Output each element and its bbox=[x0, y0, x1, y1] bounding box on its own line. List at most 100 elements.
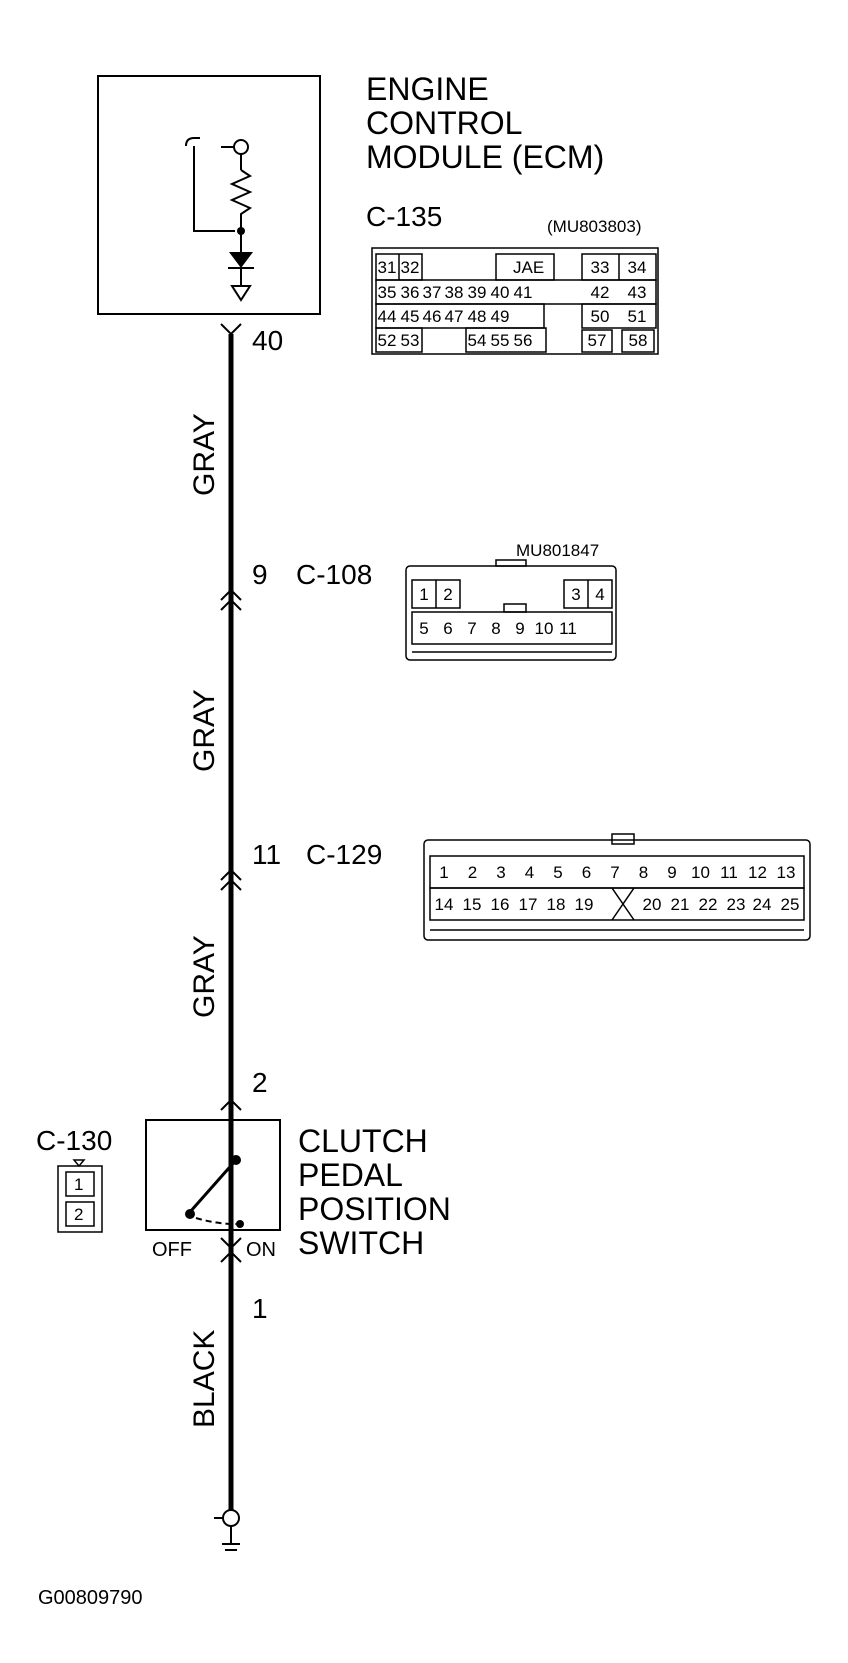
c135-pin-42: 42 bbox=[591, 283, 610, 302]
c108-pin-number: 9 bbox=[252, 559, 268, 590]
c129-pin-23: 23 bbox=[727, 895, 746, 914]
c135-pin-54: 54 bbox=[468, 331, 487, 350]
wire-color-segment-3: GRAY bbox=[188, 935, 221, 1018]
c135-pin-37: 37 bbox=[423, 283, 442, 302]
ecm-title-line-1: ENGINE bbox=[366, 71, 489, 107]
switch-off-label: OFF bbox=[152, 1239, 192, 1261]
c108-connector-face bbox=[405, 559, 617, 661]
c108-pin-2: 2 bbox=[443, 585, 452, 604]
c108-pin-10: 10 bbox=[535, 619, 554, 638]
c129-pin-17: 17 bbox=[519, 895, 538, 914]
c129-pin-8: 8 bbox=[639, 863, 648, 882]
switch-title-line-1: CLUTCH bbox=[298, 1123, 428, 1159]
c108-pin-6: 6 bbox=[443, 619, 452, 638]
c108-pin-4: 4 bbox=[595, 585, 604, 604]
c135-pin-43: 43 bbox=[628, 283, 647, 302]
c135-jae-label: JAE bbox=[513, 258, 544, 277]
ecm-module bbox=[97, 75, 321, 315]
c130-connector-id: C-130 bbox=[36, 1125, 112, 1156]
c129-pin-number: 11 bbox=[252, 839, 281, 870]
c129-pin-22: 22 bbox=[699, 895, 718, 914]
c135-pin-39: 39 bbox=[468, 283, 487, 302]
ecm-title-line-3: MODULE (ECM) bbox=[366, 139, 604, 175]
c129-pin-2: 2 bbox=[468, 863, 477, 882]
c129-pin-7: 7 bbox=[610, 863, 619, 882]
c135-pin-56: 56 bbox=[514, 331, 533, 350]
c135-pin-34: 34 bbox=[628, 258, 647, 277]
c130-pin-1: 1 bbox=[74, 1175, 83, 1194]
wire-color-segment-2: GRAY bbox=[188, 689, 221, 772]
switch-title-line-4: SWITCH bbox=[298, 1225, 424, 1261]
c129-pin-5: 5 bbox=[553, 863, 562, 882]
c135-pin-53: 53 bbox=[401, 331, 420, 350]
c129-connector-id: C-129 bbox=[306, 839, 382, 870]
c108-pin-1: 1 bbox=[419, 585, 428, 604]
switch-title-line-2: PEDAL bbox=[298, 1157, 403, 1193]
c135-pin-57: 57 bbox=[588, 331, 607, 350]
c135-pin-33: 33 bbox=[591, 258, 610, 277]
ecm-title-line-2: CONTROL bbox=[366, 105, 522, 141]
ecm-pin-number: 40 bbox=[252, 325, 283, 356]
c129-pin-18: 18 bbox=[547, 895, 566, 914]
c135-pin-31: 31 bbox=[378, 258, 397, 277]
switch-title-line-3: POSITION bbox=[298, 1191, 451, 1227]
c129-pin-4: 4 bbox=[525, 863, 534, 882]
c135-pin-52: 52 bbox=[378, 331, 397, 350]
c135-pin-49: 49 bbox=[491, 307, 510, 326]
c135-pin-40: 40 bbox=[491, 283, 510, 302]
c108-pin-7: 7 bbox=[467, 619, 476, 638]
c108-connector-id: C-108 bbox=[296, 559, 372, 590]
c135-pin-47: 47 bbox=[445, 307, 464, 326]
ground-symbol bbox=[214, 1509, 240, 1551]
c135-pin-46: 46 bbox=[423, 307, 442, 326]
wire-color-segment-4: BLACK bbox=[188, 1330, 221, 1428]
c129-connector-face bbox=[423, 833, 811, 941]
c129-pin-10: 10 bbox=[691, 863, 710, 882]
c135-pin-38: 38 bbox=[445, 283, 464, 302]
c135-pin-45: 45 bbox=[401, 307, 420, 326]
c135-pin-36: 36 bbox=[401, 283, 420, 302]
c108-part-number: MU801847 bbox=[516, 541, 599, 560]
c129-pin-19: 19 bbox=[575, 895, 594, 914]
c129-pin-12: 12 bbox=[748, 863, 767, 882]
c129-pin-20: 20 bbox=[643, 895, 662, 914]
c135-pin-41: 41 bbox=[514, 283, 533, 302]
c129-pin-25: 25 bbox=[781, 895, 800, 914]
c129-pin-6: 6 bbox=[582, 863, 591, 882]
c129-pin-16: 16 bbox=[491, 895, 510, 914]
c129-pin-9: 9 bbox=[667, 863, 676, 882]
c135-pin-51: 51 bbox=[628, 307, 647, 326]
c135-connector-face bbox=[371, 247, 659, 355]
c129-pin-13: 13 bbox=[777, 863, 796, 882]
c129-pin-24: 24 bbox=[753, 895, 772, 914]
c130-pin-2: 2 bbox=[74, 1205, 83, 1224]
c108-pin-9: 9 bbox=[515, 619, 524, 638]
c108-pin-3: 3 bbox=[571, 585, 580, 604]
wire-color-segment-1: GRAY bbox=[188, 413, 221, 496]
switch-pin-top: 2 bbox=[252, 1067, 268, 1098]
c108-pin-5: 5 bbox=[419, 619, 428, 638]
switch-on-label: ON bbox=[246, 1239, 276, 1261]
c135-pin-48: 48 bbox=[468, 307, 487, 326]
c130-connector-face bbox=[57, 1159, 103, 1233]
c108-pin-11: 11 bbox=[559, 619, 577, 638]
c129-pin-3: 3 bbox=[496, 863, 505, 882]
c135-part-number: (MU803803) bbox=[547, 217, 642, 236]
c135-pin-44: 44 bbox=[378, 307, 397, 326]
c135-pin-58: 58 bbox=[629, 331, 648, 350]
main-wire bbox=[220, 323, 242, 1510]
c129-pin-15: 15 bbox=[463, 895, 482, 914]
c129-pin-14: 14 bbox=[435, 895, 454, 914]
c108-pin-8: 8 bbox=[491, 619, 500, 638]
c135-pin-32: 32 bbox=[401, 258, 420, 277]
c135-pin-50: 50 bbox=[591, 307, 610, 326]
c135-pin-55: 55 bbox=[491, 331, 510, 350]
c135-pin-35: 35 bbox=[378, 283, 397, 302]
figure-id: G00809790 bbox=[38, 1587, 143, 1609]
clutch-switch bbox=[145, 1110, 281, 1238]
c135-connector-id: C-135 bbox=[366, 201, 442, 232]
